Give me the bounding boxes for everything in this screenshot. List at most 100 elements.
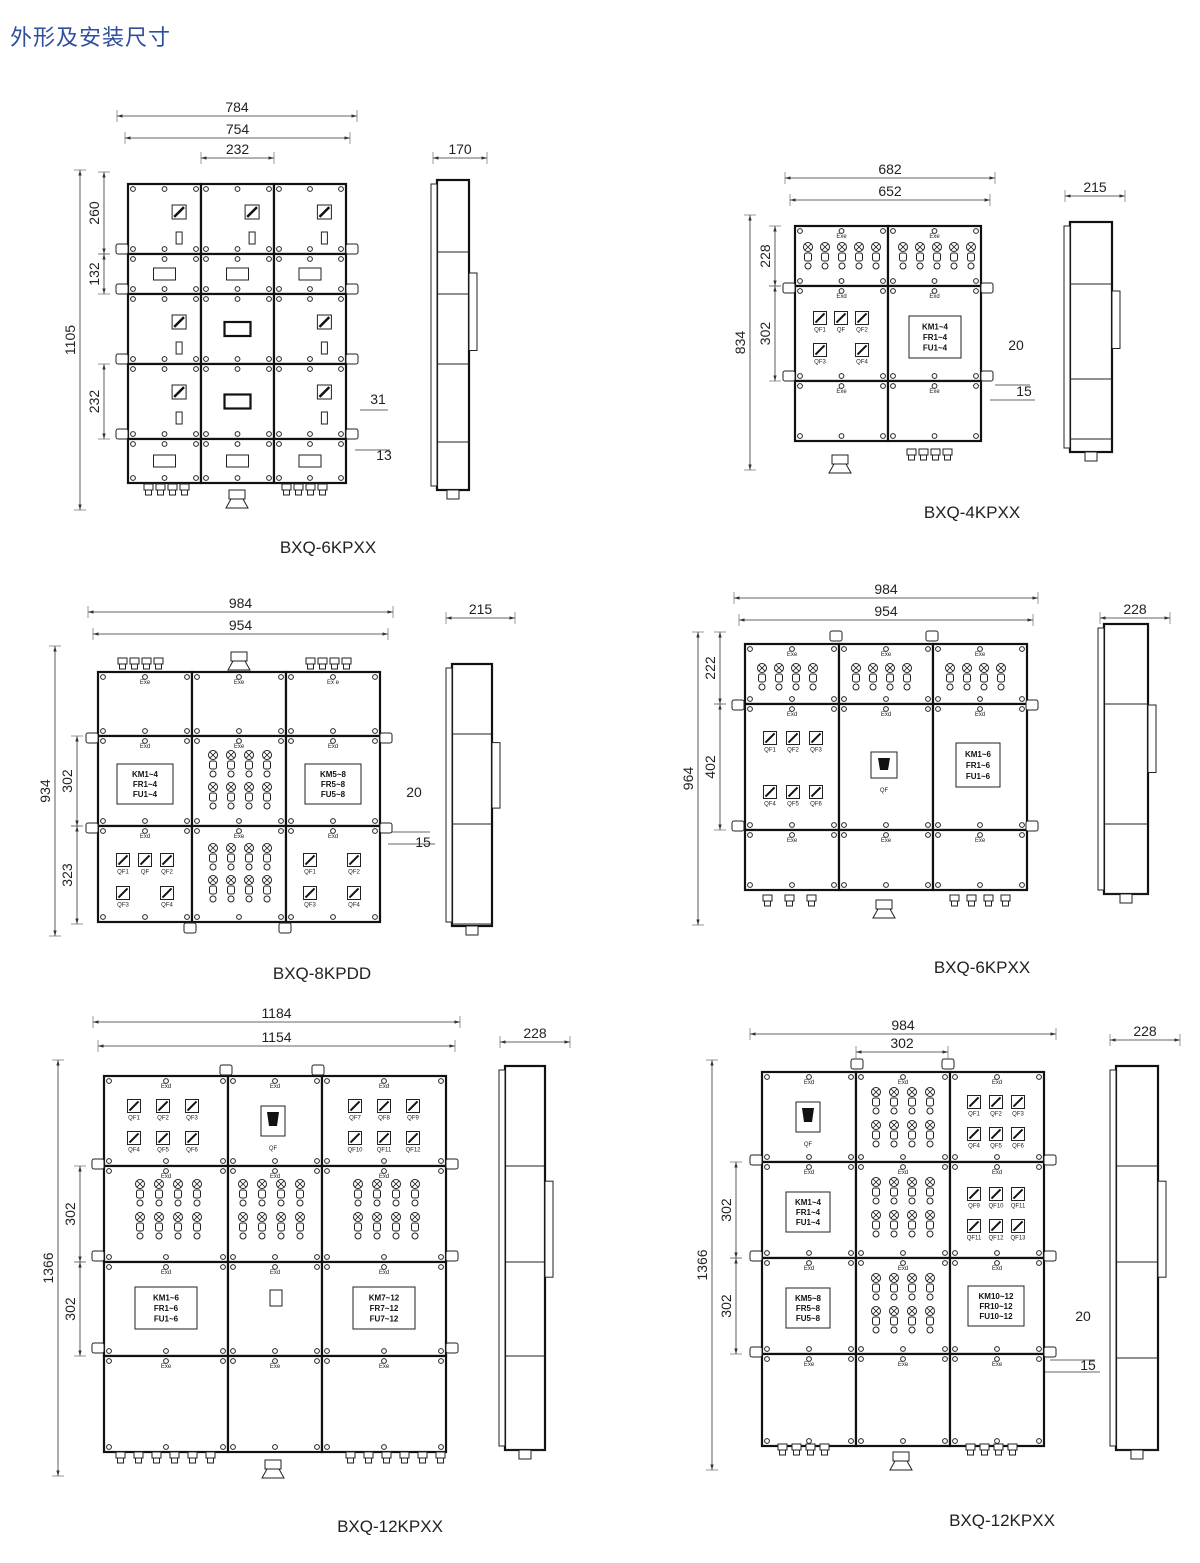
- breaker-icon: QF2: [347, 853, 361, 876]
- contactor-icon: [226, 875, 236, 903]
- explosion-mark: Exe: [929, 389, 940, 395]
- main-cable-gland: [828, 454, 852, 474]
- explosion-mark: Exd: [898, 1266, 908, 1272]
- breaker-label: QF3: [117, 903, 129, 909]
- nameplate-line: FR1~6: [966, 761, 991, 770]
- rotary-switch-icon: [171, 384, 187, 400]
- breaker-icon: QF2: [855, 311, 869, 334]
- contactor-icon: [925, 1087, 935, 1115]
- cable-glands: [305, 657, 352, 670]
- contactor-icon: [276, 1179, 286, 1207]
- breaker-label: QF7: [349, 1116, 361, 1122]
- breaker-icon: QF12: [405, 1131, 421, 1154]
- nameplate-line: KM7~12: [369, 1294, 400, 1303]
- main-isolator-switch: QF: [795, 1101, 821, 1148]
- dim-260-label: 260: [86, 201, 102, 225]
- enclosure-cell: Exd: [948, 1160, 1046, 1260]
- dim-13: 13: [376, 447, 392, 463]
- explosion-mark: Ex e: [327, 680, 340, 686]
- breaker-icon: QF: [138, 853, 152, 876]
- dim-170-label: 170: [448, 141, 472, 157]
- handle: [248, 231, 256, 245]
- enclosure-cell: Exe: [793, 379, 890, 443]
- mounting-lug: [345, 283, 359, 295]
- breaker-label: QF9: [968, 1204, 980, 1210]
- enclosure-cell: Exe: [190, 824, 288, 924]
- breaker-label: QF3: [304, 903, 316, 909]
- nameplate-line: FR1~4: [796, 1208, 821, 1217]
- mounting-lug: [345, 243, 359, 255]
- contactor-icon: [372, 1179, 382, 1207]
- contactor-icon: [238, 1179, 248, 1207]
- nameplate-line: FU1~4: [796, 1218, 821, 1227]
- breaker-icon: QF8: [377, 1099, 391, 1122]
- mounting-lug: [85, 822, 99, 834]
- dim-132-label: 132: [86, 262, 102, 286]
- breaker-icon: QF10: [347, 1131, 363, 1154]
- enclosure-cell: [199, 362, 276, 441]
- enclosure-cell: Exe: [190, 734, 288, 828]
- mounting-lug: [445, 1342, 459, 1354]
- contactor-icon: [925, 1120, 935, 1148]
- contactor-icon: [410, 1179, 420, 1207]
- breaker-icon: QF3: [809, 731, 823, 754]
- breaker-label: QF11: [1011, 1204, 1026, 1210]
- mounting-lug: [85, 732, 99, 744]
- dim-302-label: 302: [757, 322, 773, 346]
- explosion-mark: Exd: [804, 1266, 814, 1272]
- contactor-icon: [851, 663, 861, 691]
- side-view: [1109, 1064, 1167, 1460]
- nameplate-line: FR1~4: [923, 333, 948, 342]
- explosion-mark: Exd: [270, 1174, 280, 1180]
- enclosure-cell: [272, 182, 348, 256]
- breaker-label: QF4: [348, 903, 360, 909]
- contactor-icon: [262, 875, 272, 903]
- nameplate-line: KM1~4: [795, 1198, 822, 1207]
- contactor-icon: [925, 1210, 935, 1238]
- breaker-icon: QF1: [303, 853, 317, 876]
- cable-glands: [117, 657, 164, 670]
- contactor-icon: [244, 782, 254, 810]
- contactor-icon: [945, 663, 955, 691]
- dim-984-label: 984: [874, 581, 898, 597]
- main-cable-gland: [872, 899, 896, 919]
- mounting-lug: [115, 428, 129, 440]
- enclosure-cell: Exe: [226, 1354, 324, 1454]
- mounting-lug: [980, 282, 994, 294]
- enclosure-cell: Exe: [743, 828, 841, 892]
- contactor-icon: [774, 663, 784, 691]
- dim-15: 15: [415, 834, 431, 850]
- explosion-mark: Exd: [328, 744, 338, 750]
- contactor-icon: [885, 663, 895, 691]
- contactor-icon: [820, 242, 830, 270]
- breaker-label: QF8: [378, 1116, 390, 1122]
- nameplate-line: KM5~8: [795, 1294, 822, 1303]
- breaker-label: QF3: [810, 748, 822, 754]
- dim-682-label: 682: [878, 161, 902, 177]
- contactor-icon: [226, 843, 236, 871]
- cable-glands: [762, 894, 817, 907]
- mounting-lug: [980, 370, 994, 382]
- breaker-icon: QF3: [813, 343, 827, 366]
- breaker-icon: QF2: [989, 1095, 1003, 1118]
- breaker-label: QF3: [1012, 1112, 1024, 1118]
- nameplate-line: KM1~4: [922, 323, 949, 332]
- breaker-label: QF12: [405, 1148, 421, 1154]
- contactor-icon: [410, 1212, 420, 1240]
- nameplate-line: FU7~12: [370, 1315, 399, 1324]
- contactor-icon: [244, 843, 254, 871]
- dim-784-label: 784: [225, 99, 249, 115]
- explosion-mark: Exe: [975, 838, 986, 844]
- breaker-icon: QF4: [855, 343, 869, 366]
- explosion-mark: Exd: [379, 1174, 389, 1180]
- enclosure-cell: Exd: [854, 1160, 952, 1260]
- breaker-label: QF4: [128, 1148, 140, 1154]
- dim-323-label: 323: [59, 863, 75, 887]
- enclosure-cell: Exd: [320, 1164, 448, 1264]
- main-cable-gland: [261, 1459, 285, 1479]
- contactor-icon: [154, 1212, 164, 1240]
